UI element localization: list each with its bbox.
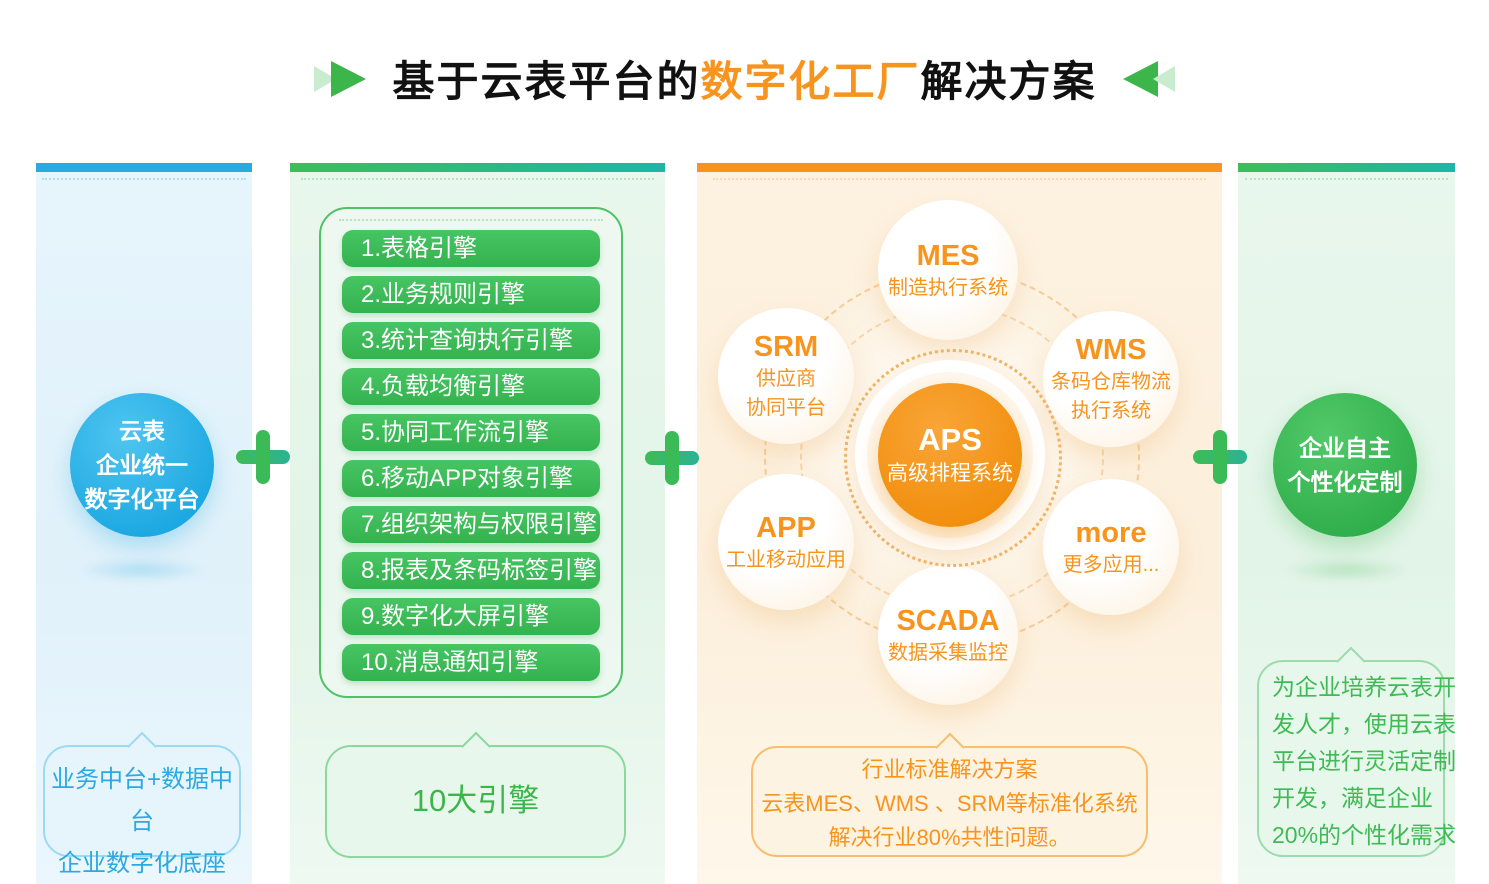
engine-item: 6.移动APP对象引擎 (342, 460, 600, 497)
engines-column: 1.表格引擎 2.业务规则引擎 3.统计查询执行引擎 4.负载均衡引擎 5.协同… (290, 163, 665, 884)
double-triangle-left-icon (1122, 60, 1175, 97)
mes-desc: 制造执行系统 (888, 276, 1008, 299)
scada-label: SCADA (896, 604, 1000, 637)
wms-desc: 执行系统 (1071, 400, 1151, 422)
wms-circle: WMS 条码仓库物流 执行系统 (1043, 311, 1179, 447)
custom-column: 企业自主 个性化定制 为企业培养云表开 发人才，使用云表 平台进行灵活定制 开发… (1238, 163, 1457, 884)
plus-icon (1193, 430, 1247, 484)
scada-desc: 数据采集监控 (888, 641, 1008, 664)
srm-desc: 供应商 (756, 368, 816, 390)
wms-desc: 条码仓库物流 (1051, 371, 1171, 393)
dotted-divider (1244, 178, 1449, 180)
custom-bubble-line: 平台进行灵活定制 (1272, 748, 1456, 774)
circle-reflection (1280, 559, 1412, 581)
mes-label: MES (916, 239, 980, 272)
title-suffix: 解决方案 (920, 58, 1097, 105)
custom-bubble-line: 为企业培养云表开 (1272, 674, 1456, 700)
dotted-divider (42, 178, 246, 180)
srm-desc: 协同平台 (746, 397, 826, 419)
platform-circle-line: 云表 (119, 418, 165, 444)
app-desc: 工业移动应用 (726, 548, 846, 571)
engines-bubble: 10大引擎 (325, 731, 626, 858)
plus-icon (236, 430, 290, 484)
platform-circle-line: 数字化平台 (84, 486, 200, 512)
engines-bubble-label: 10大引擎 (411, 783, 540, 818)
engine-item: 3.统计查询执行引擎 (342, 322, 600, 359)
more-label: more (1075, 516, 1147, 549)
engine-item: 7.组织架构与权限引擎 (342, 506, 600, 543)
title-text: 基于云表平台的数字化工厂解决方案 (392, 48, 1096, 109)
plus-icon (645, 431, 699, 485)
aps-circle: APS 高级排程系统 (878, 383, 1022, 527)
title-prefix: 基于云表平台的 (392, 58, 701, 105)
apps-column: MES 制造执行系统 SRM 供应商 协同平台 WMS 条码仓库物流 执行系统 … (697, 163, 1222, 884)
bubble-pointer (127, 731, 157, 762)
aps-label: APS (918, 422, 982, 457)
dotted-divider (712, 178, 1207, 180)
platform-column-top-bar (36, 163, 252, 172)
engine-item: 2.业务规则引擎 (342, 276, 600, 313)
engine-item: 9.数字化大屏引擎 (342, 598, 600, 635)
title-highlight: 数字化工厂 (700, 58, 921, 105)
custom-circle-line: 个性化定制 (1287, 469, 1403, 495)
engine-item: 8.报表及条码标签引擎 (342, 552, 600, 589)
app-label: APP (756, 511, 816, 544)
platform-circle-line: 企业统一 (96, 452, 188, 478)
engines-panel: 1.表格引擎 2.业务规则引擎 3.统计查询执行引擎 4.负载均衡引擎 5.协同… (319, 207, 623, 698)
more-circle: more 更多应用... (1043, 479, 1179, 615)
circle-reflection (76, 559, 208, 581)
mes-circle: MES 制造执行系统 (878, 200, 1018, 340)
apps-bubble-line: 解决行业80%共性问题。 (828, 825, 1071, 850)
custom-bubble: 为企业培养云表开 发人才，使用云表 平台进行灵活定制 开发，满足企业 20%的个… (1257, 646, 1457, 857)
custom-circle: 企业自主 个性化定制 (1273, 393, 1417, 537)
engine-item: 1.表格引擎 (342, 230, 600, 267)
srm-label: SRM (753, 331, 819, 363)
more-desc: 更多应用... (1062, 553, 1160, 576)
custom-bubble-line: 开发，满足企业 (1272, 785, 1433, 811)
app-circle: APP 工业移动应用 (718, 474, 854, 610)
custom-bubble-line: 20%的个性化需求 (1272, 822, 1457, 848)
platform-bubble-line: 企业数字化底座 (58, 850, 226, 877)
custom-column-top-bar (1238, 163, 1455, 172)
platform-bubble-line: 业务中台+数据中台 (50, 766, 233, 835)
platform-column: 云表 企业统一 数字化平台 业务中台+数据中台 企业数字化底座 (36, 163, 252, 884)
platform-bubble: 业务中台+数据中台 企业数字化底座 (43, 731, 241, 877)
apps-bubble-line: 云表MES、WMS 、SRM等标准化系统 (761, 791, 1138, 816)
custom-circle-line: 企业自主 (1299, 435, 1391, 461)
srm-circle: SRM 供应商 协同平台 (718, 308, 854, 444)
aps-desc: 高级排程系统 (887, 462, 1013, 485)
engine-item: 4.负载均衡引擎 (342, 368, 600, 405)
custom-bubble-line: 发人才，使用云表 (1272, 711, 1456, 737)
dotted-tick-ring (844, 349, 1062, 567)
double-triangle-right-icon (314, 60, 367, 97)
wms-label: WMS (1075, 334, 1147, 366)
apps-column-top-bar (697, 163, 1222, 172)
platform-circle: 云表 企业统一 数字化平台 (70, 393, 214, 537)
dotted-divider (301, 178, 654, 180)
page-title: 基于云表平台的数字化工厂解决方案 (0, 48, 1489, 109)
engine-item: 5.协同工作流引擎 (342, 414, 600, 451)
scada-circle: SCADA 数据采集监控 (878, 565, 1018, 705)
apps-bubble: 行业标准解决方案 云表MES、WMS 、SRM等标准化系统 解决行业80%共性问… (751, 732, 1148, 857)
engines-column-top-bar (290, 163, 665, 172)
dotted-divider (339, 219, 603, 221)
engine-item: 10.消息通知引擎 (342, 644, 600, 681)
